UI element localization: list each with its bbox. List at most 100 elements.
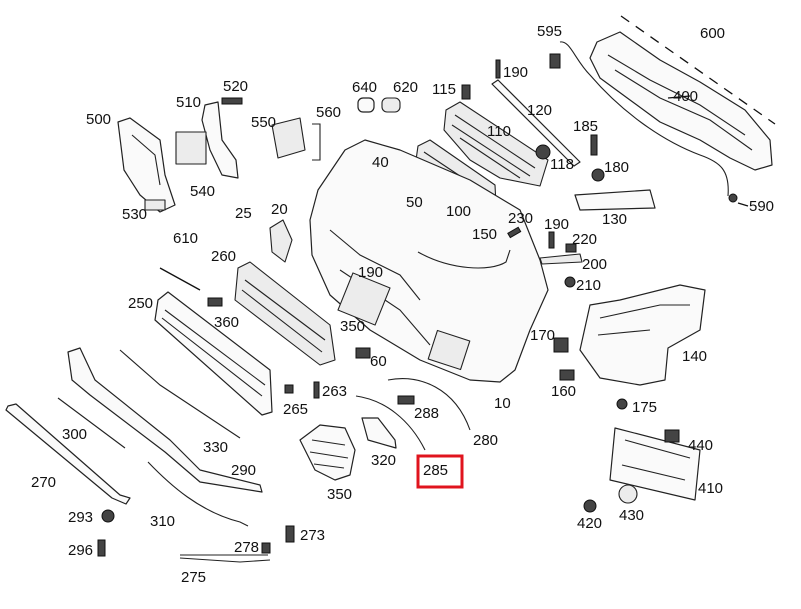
label-420: 420 bbox=[577, 515, 602, 532]
screw-360 bbox=[207, 297, 223, 307]
label-250: 250 bbox=[128, 295, 153, 312]
bracket-20 bbox=[269, 219, 293, 263]
label-20: 20 bbox=[271, 201, 288, 218]
clip-118 bbox=[535, 144, 551, 160]
label-150: 150 bbox=[472, 226, 497, 243]
module-550 bbox=[271, 117, 306, 159]
label-540: 540 bbox=[190, 183, 215, 200]
label-430: 430 bbox=[619, 507, 644, 524]
rail-120 bbox=[491, 79, 581, 167]
label-10: 10 bbox=[494, 395, 511, 412]
label-60: 60 bbox=[370, 353, 387, 370]
label-330: 330 bbox=[203, 439, 228, 456]
trim-300 bbox=[57, 397, 126, 449]
label-210: 210 bbox=[576, 277, 601, 294]
label-115: 115 bbox=[432, 81, 456, 98]
label-300: 300 bbox=[62, 426, 87, 443]
label-185: 185 bbox=[573, 118, 598, 135]
label-118: 118 bbox=[550, 156, 574, 173]
label-293: 293 bbox=[68, 509, 93, 526]
label-350b: 350 bbox=[327, 486, 352, 503]
label-350a: 350 bbox=[340, 318, 365, 335]
label-175: 175 bbox=[632, 399, 657, 416]
label-595: 595 bbox=[537, 23, 562, 40]
bracket-510 bbox=[201, 101, 239, 179]
leader-600 bbox=[620, 15, 776, 125]
screw-190a bbox=[495, 59, 501, 79]
label-620: 620 bbox=[393, 79, 418, 96]
screw-296 bbox=[97, 539, 106, 557]
label-410: 410 bbox=[698, 480, 723, 497]
screw-185 bbox=[590, 134, 598, 156]
clip-180 bbox=[591, 168, 605, 182]
clip-440 bbox=[664, 429, 680, 443]
upper-grille-110 bbox=[443, 101, 549, 187]
clip-160 bbox=[559, 369, 575, 381]
clip-60 bbox=[355, 347, 371, 359]
bracket-500 bbox=[117, 117, 176, 213]
trim-310 bbox=[147, 461, 249, 527]
label-590: 590 bbox=[749, 198, 774, 215]
trim-270 bbox=[5, 403, 131, 505]
label-130: 130 bbox=[602, 211, 627, 228]
label-285: 285 bbox=[423, 462, 448, 479]
label-273: 273 bbox=[300, 527, 325, 544]
impact-absorber-400 bbox=[559, 31, 773, 197]
label-190c: 190 bbox=[358, 264, 383, 281]
clip-210 bbox=[564, 276, 576, 288]
lamp-130 bbox=[574, 189, 656, 211]
label-530: 530 bbox=[122, 206, 147, 223]
label-260: 260 bbox=[211, 248, 236, 265]
label-230: 230 bbox=[508, 210, 533, 227]
label-500: 500 bbox=[86, 111, 111, 128]
label-100: 100 bbox=[446, 203, 471, 220]
screw-273 bbox=[285, 525, 295, 543]
screw-190b bbox=[548, 231, 555, 249]
clip-288 bbox=[397, 395, 415, 405]
sensor-640 bbox=[357, 97, 375, 113]
clip-278 bbox=[261, 542, 271, 554]
label-170: 170 bbox=[530, 327, 555, 344]
label-120: 120 bbox=[527, 102, 552, 119]
screw-115 bbox=[461, 84, 471, 100]
label-510: 510 bbox=[176, 94, 201, 111]
label-280: 280 bbox=[473, 432, 498, 449]
label-180: 180 bbox=[604, 159, 629, 176]
strip-200 bbox=[539, 253, 583, 265]
label-296: 296 bbox=[68, 542, 93, 559]
label-610: 610 bbox=[173, 230, 198, 247]
label-160: 160 bbox=[551, 383, 576, 400]
bracket-530 bbox=[144, 199, 166, 211]
label-50: 50 bbox=[406, 194, 423, 211]
clip-220 bbox=[565, 243, 577, 253]
label-263: 263 bbox=[322, 383, 347, 400]
module-540 bbox=[175, 131, 207, 165]
trim-275 bbox=[179, 554, 271, 563]
label-600: 600 bbox=[700, 25, 725, 42]
label-275: 275 bbox=[181, 569, 206, 586]
label-550: 550 bbox=[251, 114, 276, 131]
label-400: 400 bbox=[673, 88, 698, 105]
label-270: 270 bbox=[31, 474, 56, 491]
label-310: 310 bbox=[150, 513, 175, 530]
plate-holder-410 bbox=[609, 427, 701, 501]
bracket-140 bbox=[579, 284, 706, 386]
label-440: 440 bbox=[688, 437, 713, 454]
screw-150 bbox=[507, 226, 522, 239]
absorber-260 bbox=[234, 261, 336, 366]
clip-293 bbox=[101, 509, 115, 523]
label-290: 290 bbox=[231, 462, 256, 479]
bracket-560 bbox=[312, 123, 321, 161]
label-560: 560 bbox=[316, 104, 341, 121]
screw-263 bbox=[313, 381, 320, 399]
spoiler-250 bbox=[154, 291, 273, 416]
label-520: 520 bbox=[223, 78, 248, 95]
bumper-cover-10 bbox=[309, 139, 549, 383]
connector-595 bbox=[549, 53, 561, 69]
label-25: 25 bbox=[235, 205, 252, 222]
screw-265 bbox=[284, 384, 294, 394]
clip-175 bbox=[616, 398, 628, 410]
strip-285 bbox=[355, 395, 426, 451]
